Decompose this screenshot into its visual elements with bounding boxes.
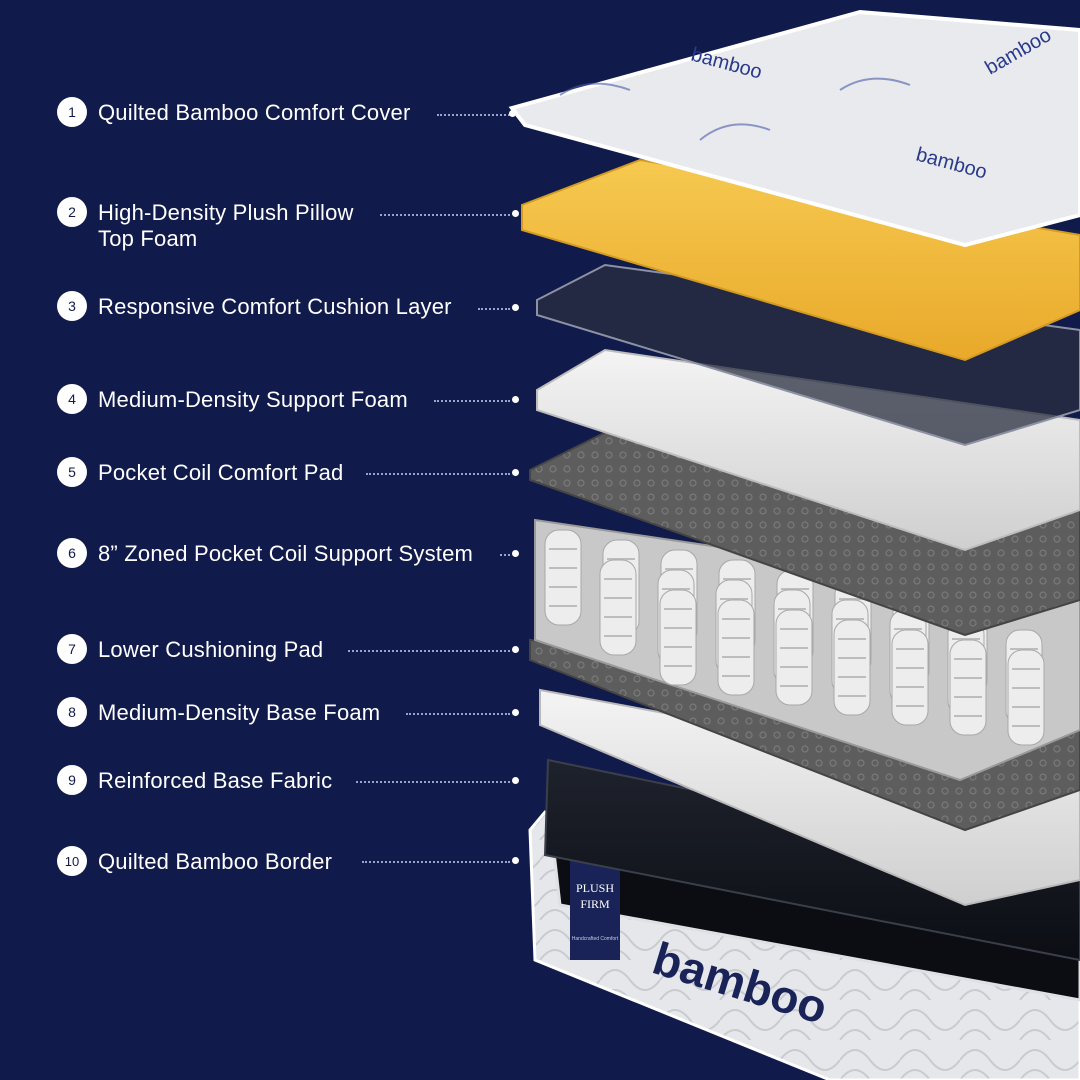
- callout-8: 8 Medium-Density Base Foam: [57, 697, 381, 727]
- number-badge: 9: [57, 765, 87, 795]
- pocket-coil: [599, 559, 637, 656]
- pillow-top-layer: [521, 158, 1080, 362]
- layer-label: Medium-Density Base Foam: [98, 700, 381, 725]
- callout-4: 4 Medium-Density Support Foam: [57, 384, 408, 414]
- tag-small-text: Handcrafted Comfort: [572, 936, 619, 942]
- number-badge: 3: [57, 291, 87, 321]
- tag-line2: FIRM: [580, 897, 610, 911]
- callout-10: 10 Quilted Bamboo Border: [57, 846, 333, 876]
- pocket-coil: [1007, 649, 1045, 746]
- leader-dot: [512, 210, 519, 217]
- number-badge: 10: [57, 846, 87, 876]
- leader-line: [434, 400, 510, 402]
- pocket-coil: [833, 619, 871, 716]
- leader-dot: [509, 110, 516, 117]
- layer-label: Medium-Density Support Foam: [98, 387, 408, 412]
- pocket-coil: [717, 599, 755, 696]
- cushion-layer: [536, 263, 1080, 447]
- number-badge: 6: [57, 538, 87, 568]
- pocket-coil: [544, 529, 582, 626]
- coil-layer: [534, 518, 1080, 782]
- pocket-coil: [775, 609, 813, 706]
- callout-5: 5 Pocket Coil Comfort Pad: [57, 457, 344, 487]
- callout-7: 7 Lower Cushioning Pad: [57, 634, 324, 664]
- number-badge: 5: [57, 457, 87, 487]
- layer-label: Quilted Bamboo Border: [98, 849, 333, 874]
- leader-line: [356, 781, 510, 783]
- layer-label: Quilted Bamboo Comfort Cover: [98, 100, 411, 125]
- pocket-coil: [949, 639, 987, 736]
- layer-label: Responsive Comfort Cushion Layer: [98, 294, 452, 319]
- layer-label: High-Density Plush Pillow Top Foam: [98, 200, 354, 251]
- layer-label: Pocket Coil Comfort Pad: [98, 460, 344, 485]
- callout-1: 1 Quilted Bamboo Comfort Cover: [57, 97, 411, 127]
- layer-label: 8” Zoned Pocket Coil Support System: [98, 541, 474, 566]
- leader-dot: [512, 646, 519, 653]
- number-badge: 2: [57, 197, 87, 227]
- callout-9: 9 Reinforced Base Fabric: [57, 765, 333, 795]
- leader-dot: [512, 396, 519, 403]
- cover-layer: bamboo bamboo bamboo: [508, 9, 1080, 248]
- leader-dot: [512, 304, 519, 311]
- layer-label: Reinforced Base Fabric: [98, 768, 333, 793]
- number-badge: 4: [57, 384, 87, 414]
- leader-line: [406, 713, 510, 715]
- leader-line: [500, 554, 510, 556]
- leader-line: [478, 308, 510, 310]
- layer-label: Lower Cushioning Pad: [98, 637, 324, 662]
- leader-dot: [512, 550, 519, 557]
- callout-3: 3 Responsive Comfort Cushion Layer: [57, 291, 452, 321]
- number-badge: 1: [57, 97, 87, 127]
- leader-line: [380, 214, 510, 216]
- leader-dot: [512, 469, 519, 476]
- pocket-coil: [659, 589, 697, 686]
- leader-line: [348, 650, 510, 652]
- pocket-coil: [891, 629, 929, 726]
- leader-line: [362, 861, 510, 863]
- leader-dot: [512, 777, 519, 784]
- leader-line: [366, 473, 510, 475]
- number-badge: 8: [57, 697, 87, 727]
- callout-2: 2 High-Density Plush Pillow Top Foam: [57, 197, 354, 252]
- leader-dot: [512, 709, 519, 716]
- number-badge: 7: [57, 634, 87, 664]
- callout-6: 6 8” Zoned Pocket Coil Support System: [57, 538, 474, 568]
- leader-dot: [512, 857, 519, 864]
- tag-line1: PLUSH: [576, 881, 614, 895]
- leader-line: [437, 114, 510, 116]
